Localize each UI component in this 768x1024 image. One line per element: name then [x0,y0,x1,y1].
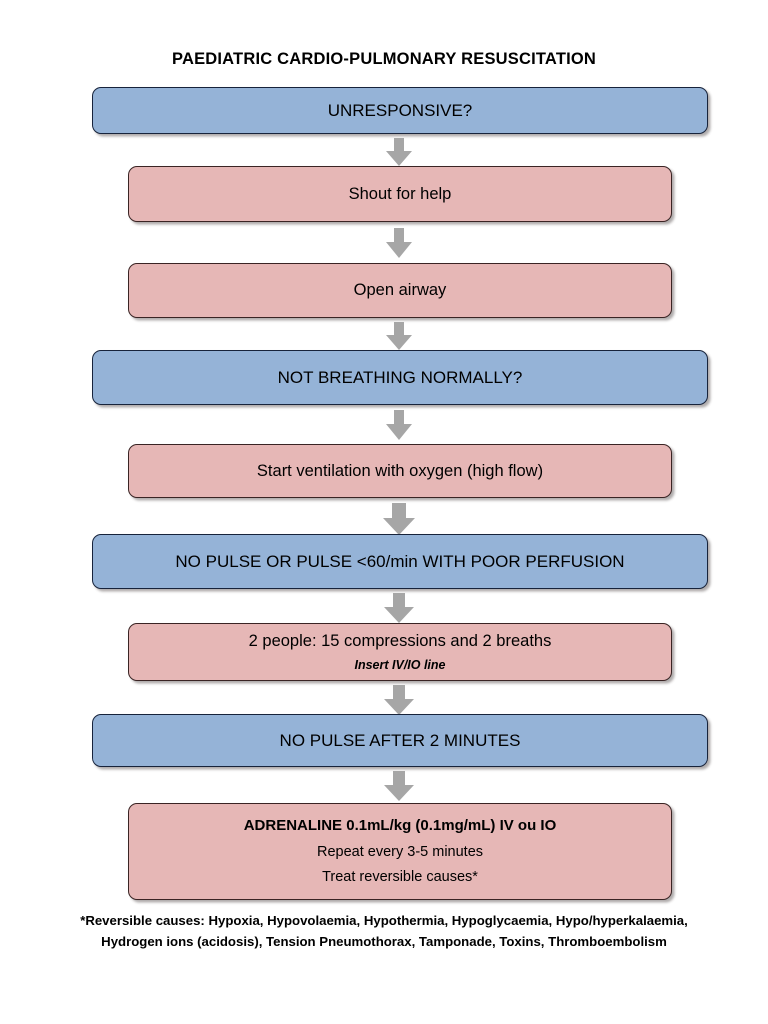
page-title: PAEDIATRIC CARDIO-PULMONARY RESUSCITATIO… [171,50,597,68]
arrow-down-icon [386,410,412,440]
node-adrenaline-subtext-2: Treat reversible causes* [322,868,478,885]
footnote-text-1: *Reversible causes: Hypoxia, Hypovolaemi… [80,913,688,928]
node-compressions: 2 people: 15 compressions and 2 breaths … [128,623,672,681]
arrow-down-icon [384,771,414,801]
arrow-down-icon [386,228,412,258]
node-not-breathing-normally-label: NOT BREATHING NORMALLY? [277,367,523,387]
node-start-ventilation: Start ventilation with oxygen (high flow… [128,444,672,498]
node-start-ventilation-label: Start ventilation with oxygen (high flow… [256,461,544,480]
node-adrenaline-label: ADRENALINE 0.1mL/kg (0.1mg/mL) IV ou IO [243,817,557,834]
node-compressions-label: 2 people: 15 compressions and 2 breaths [248,631,552,650]
node-shout-for-help: Shout for help [128,166,672,222]
node-adrenaline: ADRENALINE 0.1mL/kg (0.1mg/mL) IV ou IO … [128,803,672,900]
arrow-down-icon [386,138,412,166]
node-unresponsive: UNRESPONSIVE? [92,87,708,134]
footnote-line-2: Hydrogen ions (acidosis), Tension Pneumo… [0,932,768,952]
arrow-down-icon [384,593,414,623]
footnote-text-2: Hydrogen ions (acidosis), Tension Pneumo… [101,934,667,949]
node-unresponsive-label: UNRESPONSIVE? [327,100,473,120]
arrow-down-icon [384,685,414,715]
node-open-airway-label: Open airway [353,281,447,300]
node-no-pulse-after-2-minutes-label: NO PULSE AFTER 2 MINUTES [279,730,521,750]
node-shout-for-help-label: Shout for help [348,184,452,203]
node-no-pulse-poor-perfusion-label: NO PULSE OR PULSE <60/min WITH POOR PERF… [175,551,625,571]
arrow-down-icon [383,503,415,535]
node-no-pulse-poor-perfusion: NO PULSE OR PULSE <60/min WITH POOR PERF… [92,534,708,589]
node-not-breathing-normally: NOT BREATHING NORMALLY? [92,350,708,405]
node-no-pulse-after-2-minutes: NO PULSE AFTER 2 MINUTES [92,714,708,767]
node-adrenaline-subtext: Repeat every 3-5 minutes [316,843,484,860]
arrow-down-icon [386,322,412,350]
footnote-line-1: *Reversible causes: Hypoxia, Hypovolaemi… [0,911,768,931]
node-open-airway: Open airway [128,263,672,318]
node-compressions-subtext: Insert IV/IO line [354,657,446,672]
